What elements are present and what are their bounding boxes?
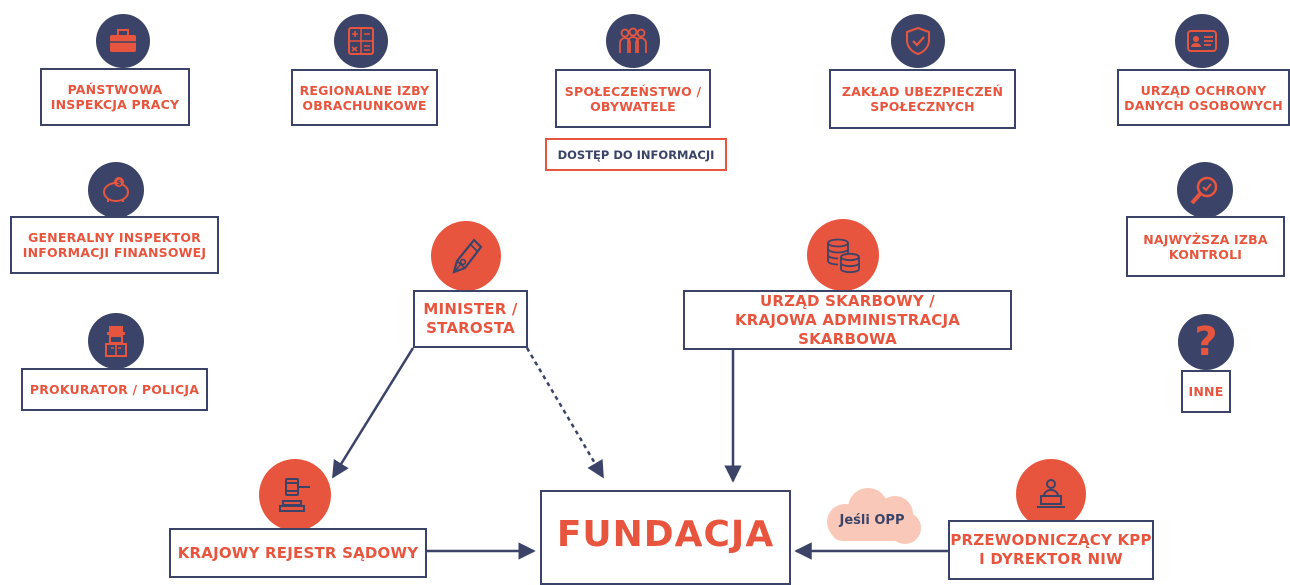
node-tax: URZĄD SKARBOWY / KRAJOWA ADMINISTRACJA S… bbox=[683, 290, 1012, 350]
node-kpp: PRZEWODNICZĄCY KPP I DYREKTOR NIW bbox=[948, 520, 1154, 580]
shield-check-icon bbox=[891, 14, 945, 68]
node-pip: PAŃSTWOWA INSPEKCJA PRACY bbox=[40, 68, 190, 126]
node-society: SPOŁECZEŃSTWO / OBYWATELE bbox=[555, 69, 711, 128]
arrow-minister-to-fundacja-dashed bbox=[525, 347, 605, 479]
node-inne: INNE bbox=[1181, 370, 1231, 413]
officer-icon bbox=[88, 313, 144, 369]
gavel-icon bbox=[259, 459, 331, 531]
node-zus: ZAKŁAD UBEZPIECZEŃ SPOŁECZNYCH bbox=[829, 69, 1016, 129]
node-giif: GENERALNY INSPEKTOR INFORMACJI FINANSOWE… bbox=[10, 216, 219, 274]
cloud-shape bbox=[827, 488, 921, 544]
node-rio: REGIONALNE IZBY OBRACHUNKOWE bbox=[291, 69, 438, 126]
node-uodo: URZĄD OCHRONY DANYCH OSOBOWYCH bbox=[1117, 69, 1290, 126]
piggy-bank-icon: $ bbox=[88, 162, 144, 218]
access-to-information-label: DOSTĘP DO INFORMACJI bbox=[545, 138, 727, 171]
node-nik: NAJWYŻSZA IZBA KONTROLI bbox=[1126, 216, 1285, 277]
fundacja-label: FUNDACJA bbox=[556, 514, 775, 555]
pen-nib-icon bbox=[431, 221, 501, 291]
node-police: PROKURATOR / POLICJA bbox=[21, 368, 208, 411]
arrow-minister-to-krs bbox=[331, 347, 415, 479]
speaker-icon bbox=[1016, 459, 1086, 529]
id-card-icon bbox=[1175, 14, 1229, 68]
people-icon bbox=[606, 14, 660, 68]
node-krs: KRAJOWY REJESTR SĄDOWY bbox=[169, 528, 427, 578]
opp-condition-label: Jeśli OPP bbox=[839, 512, 905, 528]
question-icon: ? bbox=[1178, 314, 1234, 370]
calculator-icon bbox=[334, 14, 388, 68]
node-fundacja: FUNDACJA bbox=[540, 490, 791, 585]
magnifier-check-icon bbox=[1177, 162, 1233, 218]
connector-lines bbox=[331, 347, 948, 560]
node-minister: MINISTER / STAROSTA bbox=[413, 290, 528, 348]
coins-icon bbox=[807, 219, 879, 291]
briefcase-icon bbox=[96, 14, 150, 68]
svg-text:$: $ bbox=[117, 179, 122, 187]
